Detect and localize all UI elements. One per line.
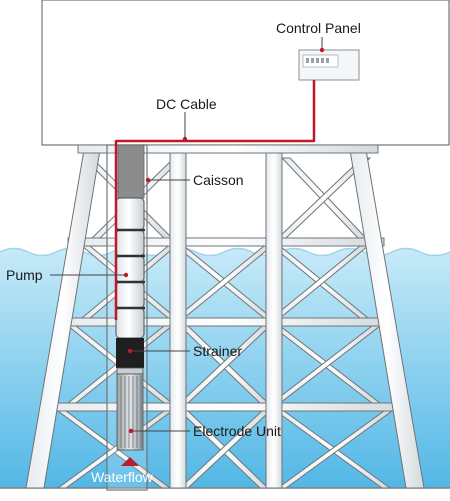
electrode-unit-label: Electrode Unit bbox=[193, 423, 281, 439]
platform-deck bbox=[41, 0, 450, 146]
callout-leaders bbox=[50, 37, 323, 432]
pump-joints bbox=[115, 228, 145, 310]
connector-plate bbox=[116, 367, 144, 375]
caisson-label: Caisson bbox=[193, 172, 244, 188]
control-panel-label: Control Panel bbox=[276, 20, 361, 36]
caisson-upper-pipe bbox=[117, 144, 145, 199]
pump-assembly bbox=[115, 197, 145, 339]
waterflow-label: Waterflow bbox=[91, 469, 153, 485]
callout-dots bbox=[123, 47, 325, 434]
deck-beam bbox=[77, 144, 379, 154]
dc-cable-label: DC Cable bbox=[156, 96, 217, 112]
electrode-plates bbox=[120, 376, 142, 448]
pump-label: Pump bbox=[6, 267, 43, 283]
control-panel-box bbox=[298, 49, 360, 81]
waterflow-arrow-icon bbox=[121, 457, 139, 466]
dc-cable bbox=[114, 80, 316, 320]
strainer-label: Strainer bbox=[193, 343, 243, 359]
